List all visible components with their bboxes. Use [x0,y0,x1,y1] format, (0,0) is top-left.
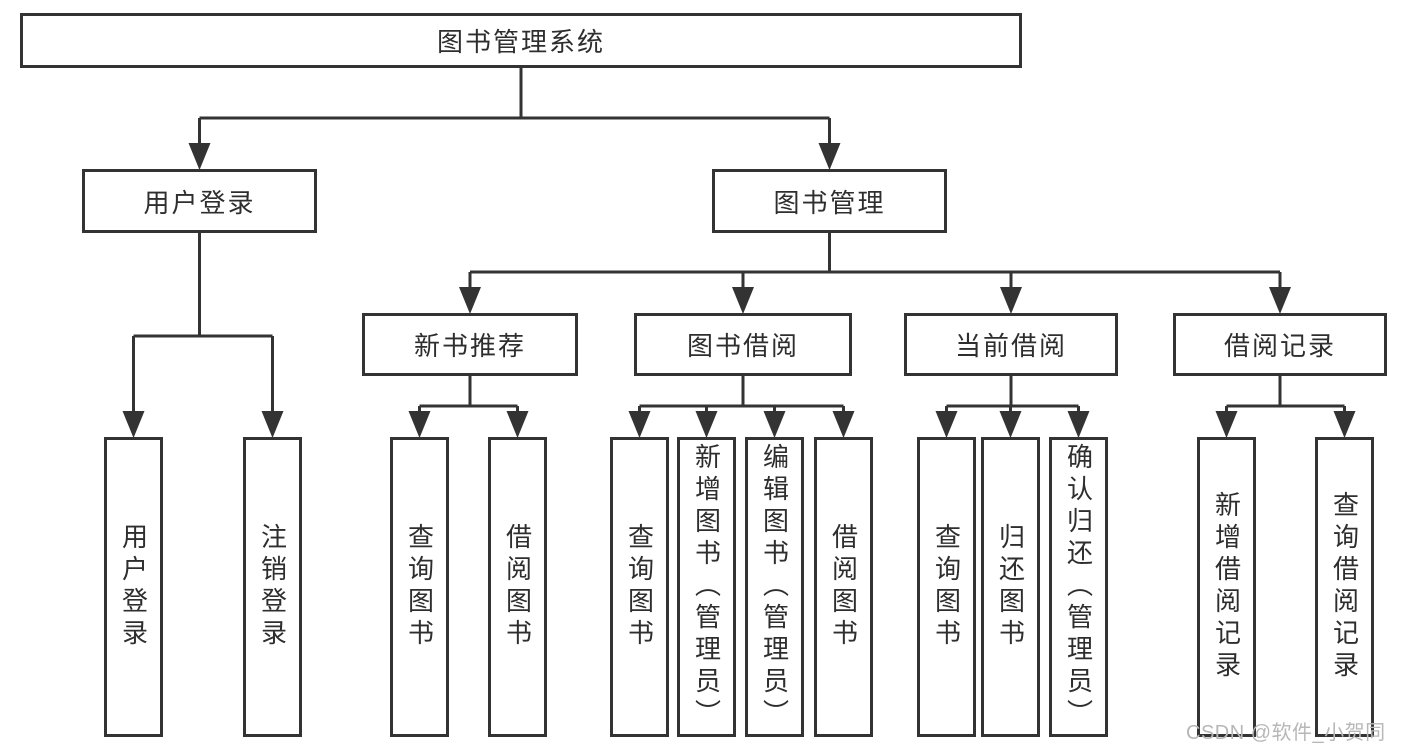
connector-line [132,233,274,413]
node-label: 查询图书 [404,523,435,651]
leaf-borrow-query-books: 查询图书 [610,437,669,737]
node-label: 编辑图书（管理员） [759,443,790,731]
node-label: 注销登录 [257,523,288,651]
node-label: 查询借阅记录 [1329,491,1360,683]
connector-user-login-children [122,233,284,438]
arrowhead [628,411,651,438]
node-label: 归还图书 [995,523,1026,651]
arrowhead [763,411,786,438]
node-label: 确认归还（管理员） [1063,443,1094,731]
node-label: 新增图书（管理员） [691,443,722,731]
leaf-logout: 注销登录 [243,437,302,737]
connector-new-book-children [408,376,529,438]
arrowhead [1333,411,1356,438]
leaf-recommend-borrow-books: 借阅图书 [488,437,547,737]
csdn-watermark: CSDN @软件_小贺同学 [1186,722,1386,744]
node-label: 新增借阅记录 [1211,491,1242,683]
arrowhead [695,411,718,438]
node-label: 用户登录 [143,187,256,218]
leaf-current-query-books: 查询图书 [917,437,976,737]
arrowhead [1000,287,1022,314]
arrowhead [832,411,855,438]
leaf-current-return-books: 归还图书 [981,437,1040,737]
connector-line [945,376,1080,413]
node-label: 用户登录 [118,523,149,651]
connector-line [418,376,519,413]
node-borrow-records: 借阅记录 [1173,313,1387,376]
connector-line [1225,376,1346,413]
leaf-records-add-record: 新增借阅记录 [1197,437,1256,737]
arrowhead [122,411,145,438]
leaf-borrow-borrow-books: 借阅图书 [814,437,873,737]
leaf-user-login: 用户登录 [104,437,163,737]
connector-borrow-records-children [1215,376,1356,438]
node-current-borrow: 当前借阅 [904,313,1118,376]
node-label: 借阅图书 [828,523,859,651]
node-label: 查询图书 [624,523,655,651]
arrowhead [261,411,284,438]
arrowhead [408,411,431,438]
node-label: 借阅记录 [1223,331,1336,361]
arrowhead [459,287,481,314]
arrowhead [1215,411,1238,438]
connector-current-borrow-children [935,376,1090,438]
connector-book-borrow-children [628,376,855,438]
node-new-book-recommend: 新书推荐 [362,313,578,376]
node-book-management: 图书管理 [712,169,947,233]
connector-book-management-to-level3 [459,233,1291,314]
node-label: 图书管理系统 [436,27,605,57]
node-label: 新书推荐 [413,331,526,361]
node-user-login: 用户登录 [82,169,317,233]
arrowhead [732,287,754,314]
node-label: 图书管理 [773,187,886,218]
connector-line [198,68,831,145]
arrowhead [818,143,841,170]
leaf-records-query-record: 查询借阅记录 [1315,437,1374,737]
leaf-recommend-query-books: 查询图书 [390,437,449,737]
arrowhead [506,411,529,438]
arrowhead [1067,411,1090,438]
node-label: 查询图书 [931,523,962,651]
node-label: 借阅图书 [502,523,533,651]
arrowhead [188,143,211,170]
connector-line [468,233,1282,289]
node-book-borrow: 图书借阅 [634,313,852,376]
node-label: 当前借阅 [954,331,1067,361]
arrowhead [1269,287,1291,314]
connector-root-to-level2 [188,68,841,170]
leaf-borrow-add-books-admin: 新增图书（管理员） [677,437,736,737]
arrowhead [935,411,958,438]
arrowhead [999,411,1022,438]
node-library-management-system: 图书管理系统 [20,13,1022,68]
leaf-current-confirm-return-admin: 确认归还（管理员） [1049,437,1108,737]
connector-line [638,376,845,413]
leaf-borrow-edit-books-admin: 编辑图书（管理员） [745,437,804,737]
node-label: 图书借阅 [686,331,799,361]
